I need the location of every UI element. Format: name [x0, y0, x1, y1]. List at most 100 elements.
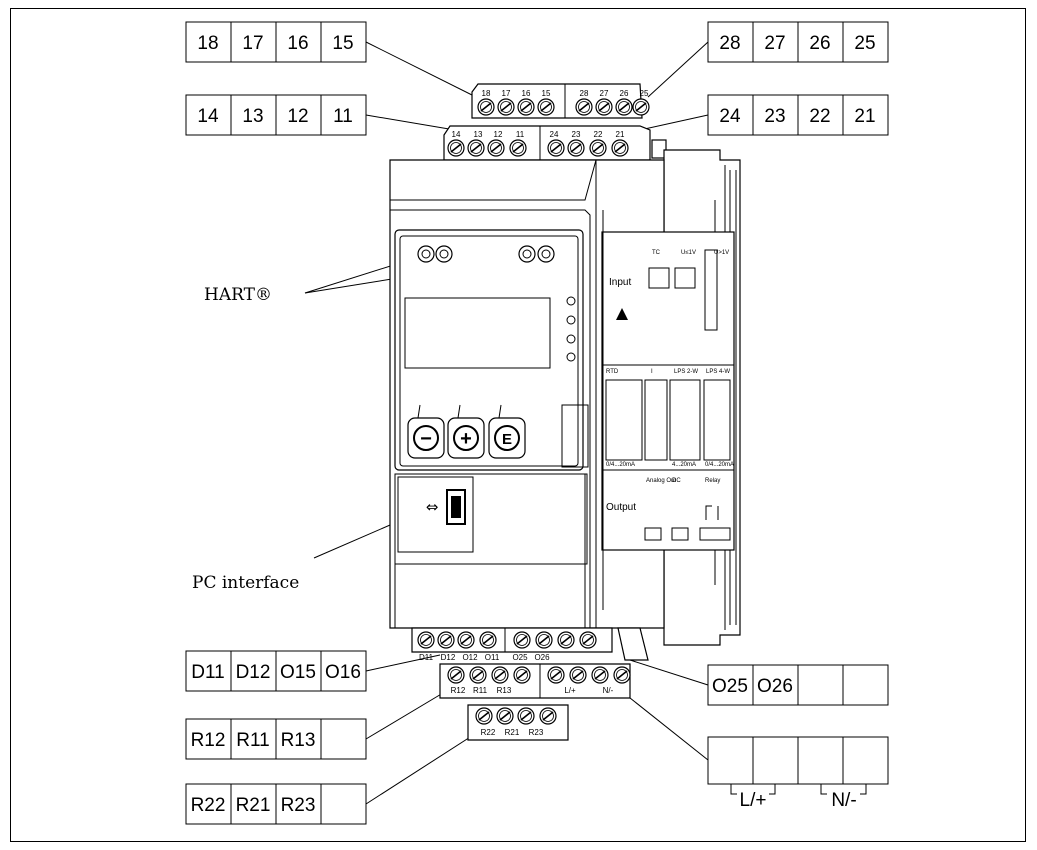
bottom-connector-upper: D11 D12 O12 O11 O25 O26: [411, 627, 649, 662]
svg-text:0/4...20mA: 0/4...20mA: [705, 462, 734, 468]
diagram-frame: [10, 8, 1026, 842]
connector-label: R11: [473, 686, 488, 695]
box-cell: 26: [809, 33, 830, 54]
terminal-box-bottom-right-2: [707, 736, 889, 795]
box-cell: 16: [287, 33, 308, 54]
connector-label: R12: [451, 686, 466, 695]
box-cell: D12: [236, 662, 271, 683]
connector-label: O12: [462, 653, 478, 662]
connector-label: 23: [572, 130, 581, 139]
box-cell: R12: [191, 730, 226, 751]
terminal-box-bottom-left-3: R22 R21 R23: [185, 783, 367, 825]
svg-text:LPS 2-W: LPS 2-W: [674, 369, 698, 375]
svg-text:0/4...20mA: 0/4...20mA: [606, 462, 635, 468]
connector-label: 25: [640, 89, 649, 98]
connector-label: 12: [494, 130, 503, 139]
connector-label: 11: [516, 130, 525, 139]
terminal-box-top-right-lower: 24 23 22 21: [707, 94, 889, 136]
box-cell: 11: [333, 106, 353, 127]
button-minus: −: [407, 404, 445, 459]
box-cell: R22: [191, 795, 226, 816]
hart-jacks: [417, 245, 555, 263]
connector-label: 18: [482, 89, 491, 98]
connector-label: 14: [452, 130, 461, 139]
box-cell: O16: [325, 662, 361, 683]
svg-text:U≤1V: U≤1V: [681, 250, 696, 256]
svg-text:U>1V: U>1V: [714, 250, 729, 256]
power-label-right: N/-: [831, 790, 856, 811]
box-cell: R13: [281, 730, 316, 751]
hart-callout: HART®: [204, 285, 272, 305]
box-cell: O15: [280, 662, 316, 683]
bottom-connector-mid: R12 R11 R13 L/+ N/-: [439, 663, 631, 699]
terminal-box-bottom-left-1: D11 D12 O15 O16: [185, 650, 367, 692]
connector-label: R22: [481, 728, 496, 737]
wiring-label-panel: Input Output TC U≤1V U>1V RTD I LPS 2-W …: [601, 231, 735, 551]
box-cell: 23: [764, 106, 785, 127]
connector-label: 15: [542, 89, 551, 98]
connector-label: O25: [512, 653, 528, 662]
connector-label: O11: [485, 653, 500, 662]
connector-label: O26: [534, 653, 550, 662]
button-plus: +: [447, 404, 485, 459]
box-cell: R21: [236, 795, 271, 816]
connector-label: R13: [497, 686, 512, 695]
terminal-box-top-left-upper: 18 17 16 15: [185, 21, 367, 63]
pc-interface-callout: PC interface: [192, 573, 299, 593]
button-enter: E: [488, 404, 526, 459]
input-label: Input: [609, 277, 631, 288]
svg-text:LPS 4-W: LPS 4-W: [706, 369, 730, 375]
box-cell: 18: [197, 33, 218, 54]
device-housing: − + E ⇔ In: [389, 149, 741, 646]
connector-label: 17: [502, 89, 511, 98]
output-label: Output: [606, 502, 636, 513]
top-connector-lower: 14 13 12 11 24 23 22 21: [443, 125, 667, 161]
svg-text:TC: TC: [652, 250, 661, 256]
connector-label: D11: [419, 653, 434, 662]
box-cell: 14: [197, 106, 219, 127]
connector-label: 21: [616, 130, 625, 139]
svg-text:Analog Out: Analog Out: [646, 478, 676, 484]
svg-text:−: −: [420, 428, 432, 450]
svg-text:DC: DC: [672, 478, 681, 484]
box-cell: 22: [809, 106, 830, 127]
svg-text:E: E: [502, 431, 512, 448]
terminal-box-bottom-left-2: R12 R11 R13: [185, 718, 367, 760]
box-cell: 28: [719, 33, 740, 54]
box-cell: 25: [854, 33, 875, 54]
connector-label: D12: [441, 653, 456, 662]
box-cell: 15: [332, 33, 353, 54]
connector-label: 27: [600, 89, 609, 98]
connector-label: 26: [620, 89, 629, 98]
bottom-connector-lower: R22 R21 R23: [467, 704, 569, 741]
top-connector-upper: 18 17 16 15 28 27 26 25: [471, 83, 650, 119]
box-cell: 27: [764, 33, 785, 54]
svg-text:Relay: Relay: [705, 478, 720, 484]
connector-label: 16: [522, 89, 531, 98]
svg-text:I: I: [651, 369, 653, 375]
box-cell: 12: [287, 106, 308, 127]
svg-text:+: +: [460, 428, 472, 450]
svg-text:4...20mA: 4...20mA: [672, 462, 696, 468]
terminal-box-bottom-right-1: O25 O26: [707, 664, 889, 706]
svg-text:⇔: ⇔: [426, 498, 439, 516]
terminal-box-top-left-lower: 14 13 12 11: [185, 94, 367, 136]
connector-label: 24: [550, 130, 559, 139]
connector-label: 13: [474, 130, 483, 139]
connector-label: L/+: [564, 686, 576, 695]
box-cell: R11: [236, 730, 269, 751]
box-cell: O25: [712, 676, 748, 697]
connector-label: 28: [580, 89, 589, 98]
power-label-left: L/+: [740, 790, 767, 811]
connector-label: 22: [594, 130, 603, 139]
connector-label: N/-: [603, 686, 614, 695]
box-cell: R23: [281, 795, 316, 816]
box-cell: O26: [757, 676, 793, 697]
terminal-box-top-right-upper: 28 27 26 25: [707, 21, 889, 63]
pc-interface-port: ⇔: [397, 476, 474, 553]
svg-text:RTD: RTD: [606, 369, 619, 375]
connector-label: R21: [505, 728, 520, 737]
box-cell: 24: [719, 106, 741, 127]
connector-label: R23: [529, 728, 544, 737]
